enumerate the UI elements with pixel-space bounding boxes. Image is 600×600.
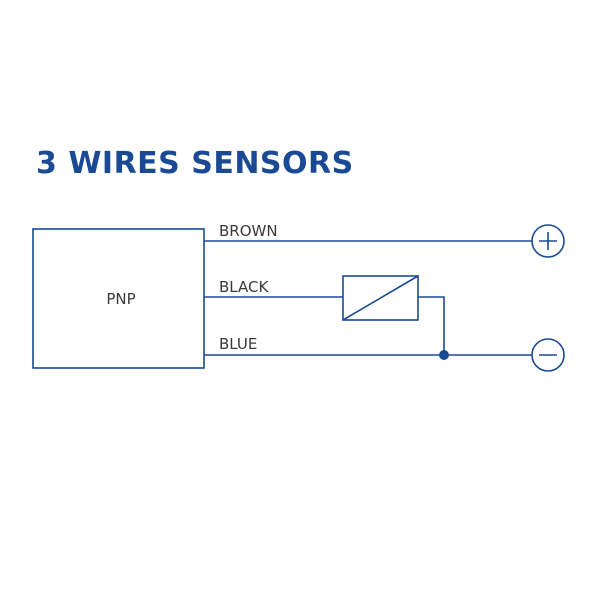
junction-dot xyxy=(439,350,449,360)
blue-wire-label: BLUE xyxy=(219,335,257,353)
negative-terminal-icon xyxy=(531,338,565,372)
sensor-type-label: PNP xyxy=(106,290,135,308)
brown-wire-label: BROWN xyxy=(219,222,278,240)
positive-terminal-icon xyxy=(531,224,565,258)
load-return-wire xyxy=(418,296,445,355)
load-component xyxy=(342,275,419,321)
black-wire-label: BLACK xyxy=(219,278,269,296)
sensor-box xyxy=(32,228,205,369)
diagram-title: 3 WIRES SENSORS xyxy=(36,146,354,181)
